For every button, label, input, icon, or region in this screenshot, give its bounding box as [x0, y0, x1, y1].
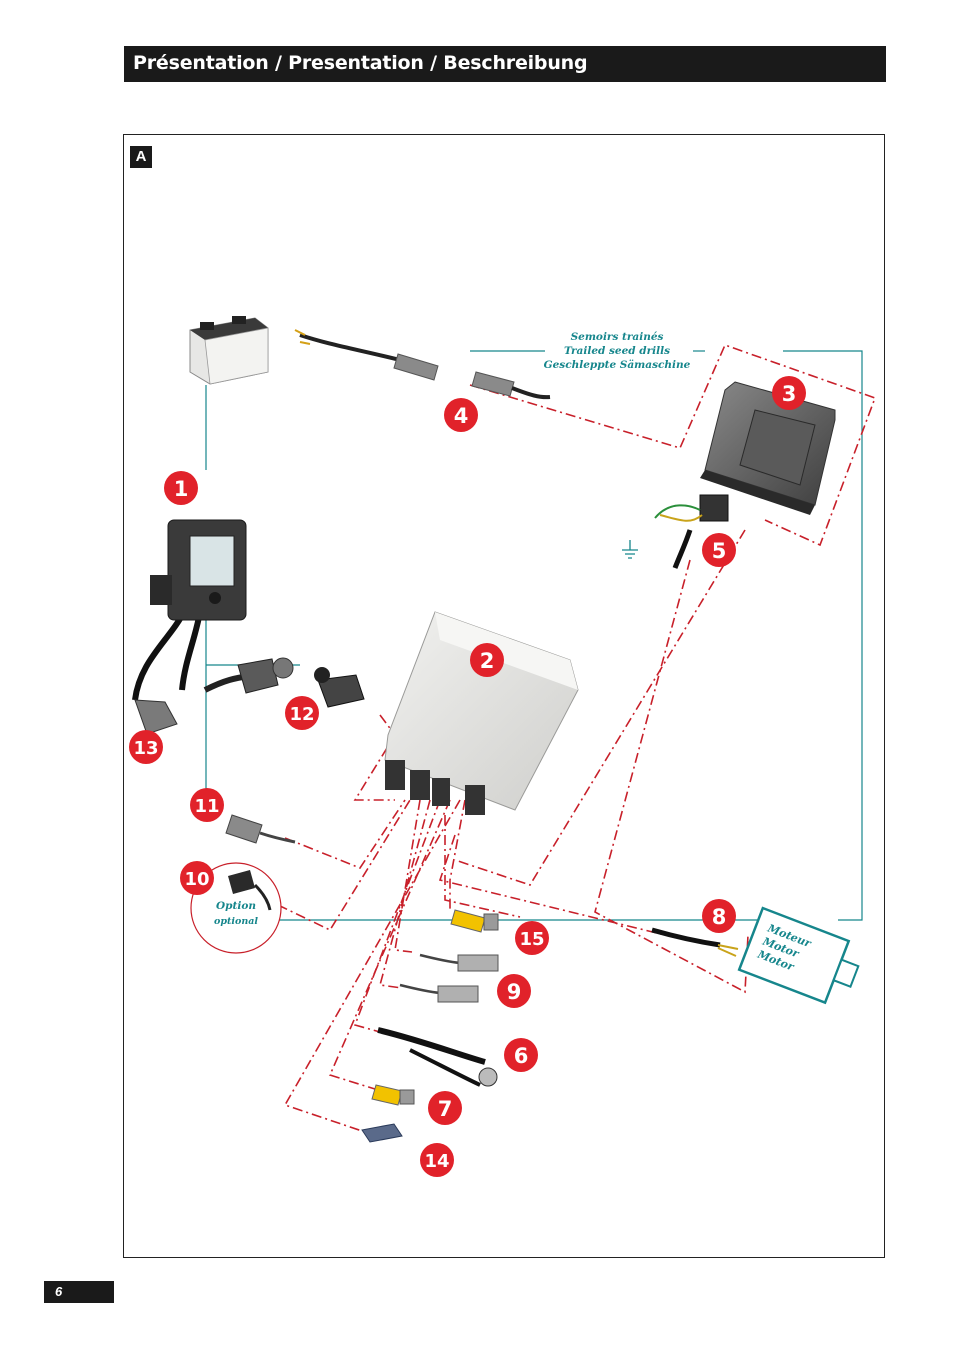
power-socket-icon	[203, 657, 365, 708]
battery-icon	[189, 316, 269, 385]
callout-2: 2	[470, 643, 504, 677]
seed-drills-label-de: Geschleppte Sämaschine	[544, 359, 691, 371]
motor-box: Moteur Motor Motor	[737, 906, 860, 1005]
inductive-sensor-icon	[399, 953, 499, 1003]
callout-5: 5	[702, 533, 736, 567]
seed-drills-label-en: Trailed seed drills	[564, 345, 670, 357]
sensor-11-icon	[225, 814, 296, 844]
ecu-unit-icon	[700, 381, 836, 515]
svg-text:9: 9	[507, 980, 522, 1004]
callout-13: 13	[129, 730, 163, 764]
magnetic-sensor-icon	[361, 1123, 403, 1143]
callout-3: 3	[772, 376, 806, 410]
teal-connection-lines	[205, 350, 863, 921]
svg-text:15: 15	[519, 929, 544, 950]
sensor-7-icon	[371, 1084, 415, 1106]
motor-cable-icon	[651, 927, 739, 957]
callout-12: 12	[285, 696, 319, 730]
lever-sensor-icon	[377, 1027, 498, 1087]
svg-text:7: 7	[438, 1097, 453, 1121]
svg-text:2: 2	[480, 649, 495, 673]
callout-14: 14	[420, 1143, 454, 1177]
svg-text:14: 14	[424, 1151, 449, 1172]
diagram-frame	[123, 134, 885, 1258]
callout-1: 1	[164, 471, 198, 505]
svg-text:3: 3	[782, 382, 797, 406]
callout-6: 6	[504, 1038, 538, 1072]
seed-drills-label-fr: Semoirs trainés	[571, 331, 664, 343]
callout-8: 8	[702, 899, 736, 933]
svg-text:12: 12	[289, 704, 314, 725]
red-wiring	[277, 343, 877, 1133]
option-label-en: optional	[214, 916, 258, 927]
callout-10: 10	[180, 861, 214, 895]
callout-4: 4	[444, 398, 478, 432]
page-title: Présentation / Presentation / Beschreibu…	[133, 52, 588, 74]
power-cable-icon	[294, 329, 551, 400]
callout-9: 9	[497, 974, 531, 1008]
svg-text:4: 4	[454, 404, 469, 428]
svg-text:8: 8	[712, 905, 727, 929]
svg-text:10: 10	[184, 869, 209, 890]
section-label: A	[130, 146, 152, 168]
svg-text:1: 1	[174, 477, 189, 501]
sensor-15-icon	[450, 909, 499, 933]
connector-plug-icon	[134, 699, 178, 735]
svg-text:13: 13	[133, 738, 158, 759]
svg-text:6: 6	[514, 1044, 529, 1068]
option-label-fr: Option	[216, 900, 256, 912]
callout-11: 11	[190, 788, 224, 822]
display-terminal-icon	[132, 519, 247, 701]
svg-text:11: 11	[194, 796, 219, 817]
callout-15: 15	[515, 921, 549, 955]
relay-icon	[622, 494, 729, 569]
page-header: Présentation / Presentation / Beschreibu…	[124, 46, 886, 82]
page-number: 6	[44, 1281, 114, 1303]
option-badge	[190, 862, 282, 954]
svg-text:5: 5	[712, 539, 727, 563]
junction-box-icon	[384, 611, 579, 815]
callout-7: 7	[428, 1091, 462, 1125]
